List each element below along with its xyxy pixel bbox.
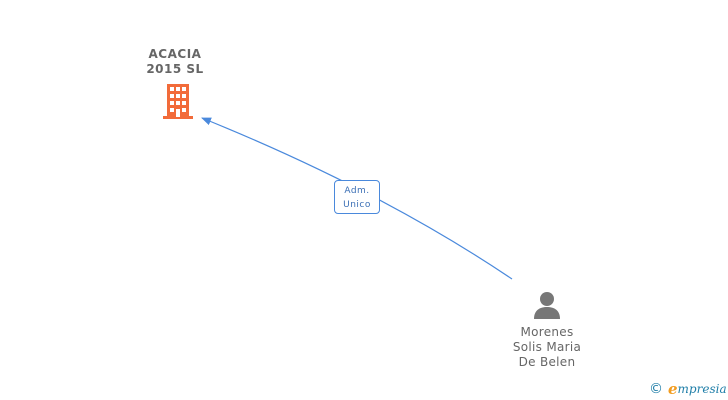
relation-label-line-1: Adm. [344,186,370,196]
person-name-line-1: Morenes [520,325,574,339]
company-name-line-2: 2015 SL [146,62,204,76]
brand-initial: e [668,380,678,398]
person-name[interactable]: Morenes Solis Maria De Belen [496,325,598,370]
relation-label-line-2: Unico [343,200,371,210]
person-name-line-2: Solis Maria [512,340,582,354]
company-name-line-1: ACACIA [148,47,202,61]
building-icon[interactable] [160,84,196,120]
brand-name-rest: mpresia [677,382,727,396]
brand-logo: © e mpresia [649,379,727,399]
person-name-line-3: De Belen [518,355,576,369]
relation-label[interactable]: Adm. Unico [334,180,380,214]
copyright-icon: © [649,381,663,397]
person-icon[interactable] [532,290,562,320]
company-name[interactable]: ACACIA 2015 SL [125,47,225,77]
